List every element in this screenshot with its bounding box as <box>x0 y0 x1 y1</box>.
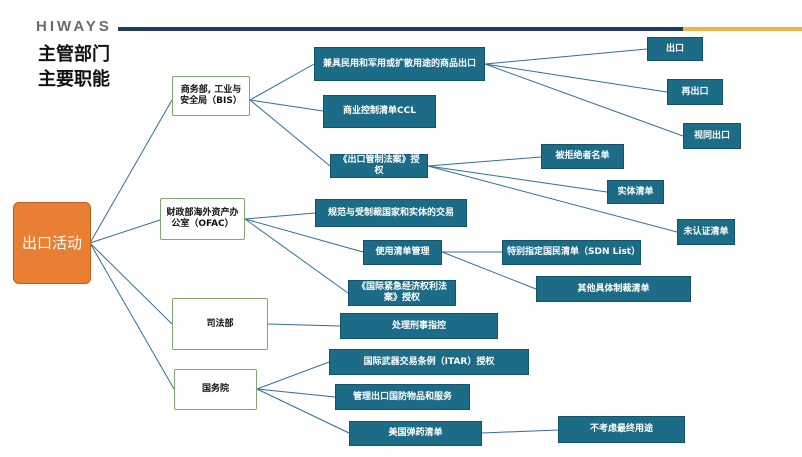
link-dual-use-export <box>484 48 648 65</box>
root-export-activities: 出口活动 <box>13 202 91 284</box>
agency-state: 国务院 <box>174 369 257 410</box>
link-root-state <box>89 242 175 390</box>
link-ear-entity <box>427 165 608 193</box>
function-sanctions-transactions: 规范与受制裁国家和实体的交易 <box>315 199 467 227</box>
link-ofac-ieepa <box>244 218 349 294</box>
link-ofac-sanctions <box>244 212 316 220</box>
function-dual-use-exports: 兼具民用和军用或扩散用途的商品出口 <box>314 47 485 81</box>
link-list-other <box>441 251 537 290</box>
link-doj-criminal <box>267 323 341 327</box>
detail-other-sanctions: 其他具体制裁清单 <box>536 276 691 302</box>
function-criminal-charges: 处理刑事指控 <box>340 313 498 339</box>
slide-title: 主管部门 主要职能 <box>38 42 110 92</box>
link-root-bis <box>89 99 173 244</box>
link-ofac-list <box>244 218 364 253</box>
hiways-logo: HIWAYS <box>36 18 112 35</box>
detail-deemed-export: 视同出口 <box>683 123 741 149</box>
link-bis-ccl <box>249 99 324 112</box>
function-ieepa-authorization: 《国际紧急经济权利法案》授权 <box>348 280 456 306</box>
link-root-doj <box>89 242 173 325</box>
link-munitions-end-use <box>481 429 559 434</box>
link-bis-ear <box>249 99 331 167</box>
function-ear-authorization: 《出口管制法案》授权 <box>330 154 428 178</box>
detail-denied-persons: 被拒绝者名单 <box>541 144 624 169</box>
link-state-munitions <box>256 388 350 434</box>
agency-bis: 商务部, 工业与安全局（BIS） <box>172 76 250 116</box>
detail-export: 出口 <box>647 37 703 61</box>
function-defense-articles: 管理出口国防物品和服务 <box>335 384 470 410</box>
slide-title-line2: 主要职能 <box>38 69 110 90</box>
link-state-itar <box>256 361 330 390</box>
header-bar-navy <box>118 27 683 31</box>
link-state-defense <box>256 388 336 398</box>
agency-ofac: 财政部海外资产办公室（OFAC） <box>160 198 245 240</box>
detail-unverified-list: 未认证清单 <box>677 219 735 245</box>
function-list-management: 使用清单管理 <box>363 240 442 265</box>
function-munitions-list: 美国弹药清单 <box>349 421 482 446</box>
function-itar-authorization: 国际武器交易条例（ITAR）授权 <box>329 349 529 375</box>
link-dual-use-reexport <box>484 63 668 93</box>
header-bar-gold <box>683 27 802 31</box>
link-root-ofac <box>89 219 161 244</box>
link-ear-unverified <box>427 165 678 233</box>
function-ccl: 商业控制清单CCL <box>323 95 436 128</box>
link-bis-dual-use <box>249 63 315 101</box>
detail-end-use: 不考虑最终用途 <box>558 416 685 443</box>
link-dual-use-deemed <box>484 63 684 137</box>
detail-reexport: 再出口 <box>667 79 723 105</box>
detail-sdn-list: 特别指定国民清单（SDN List） <box>502 240 641 265</box>
link-ear-denied <box>427 156 542 167</box>
agency-doj: 司法部 <box>172 298 268 350</box>
slide-title-line1: 主管部门 <box>38 44 110 65</box>
detail-entity-list: 实体清单 <box>607 180 664 204</box>
